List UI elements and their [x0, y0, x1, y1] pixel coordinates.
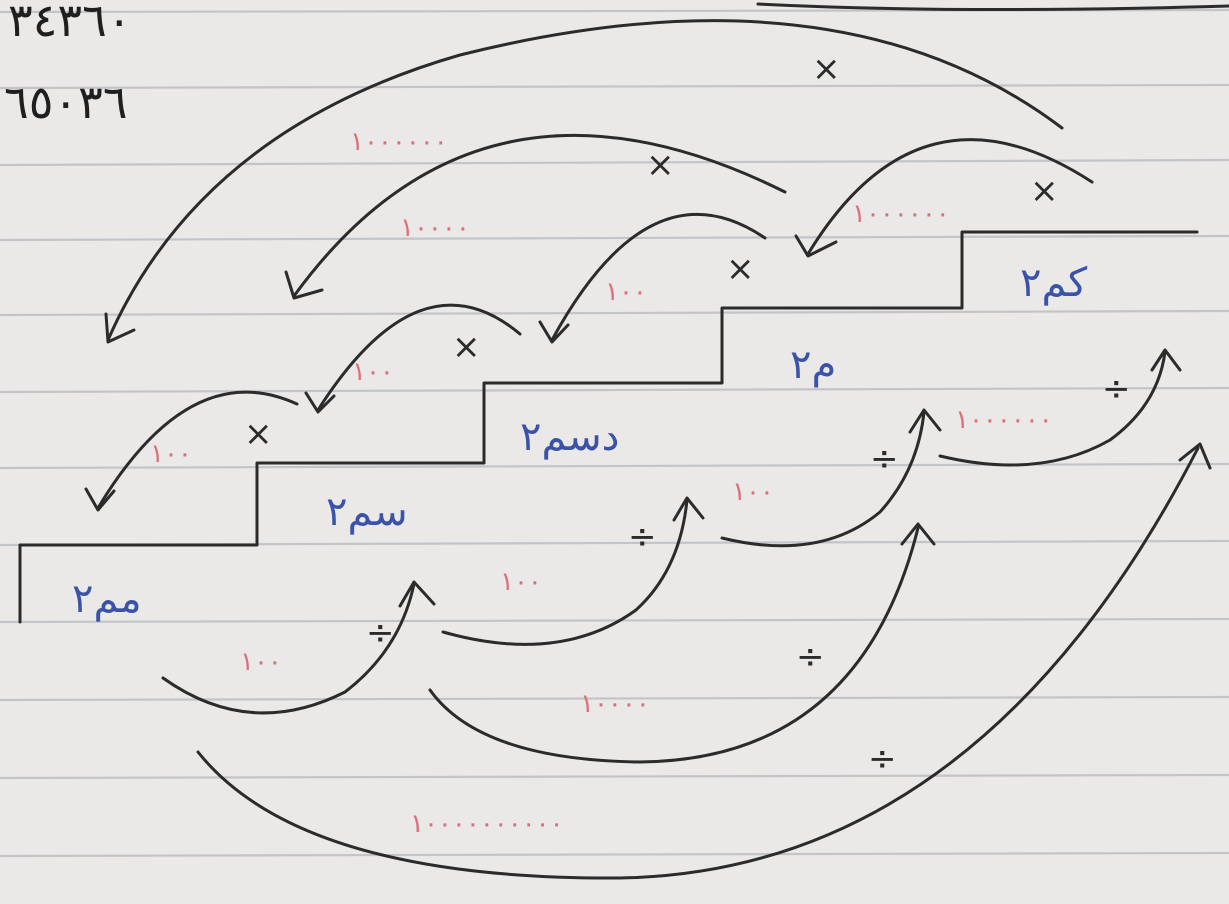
arrowhead: [104, 312, 136, 344]
divide-sign: ÷: [366, 613, 395, 653]
arrow-mm2-to-km2: [196, 446, 1200, 880]
arrow-m2-to-cm2: [292, 133, 787, 298]
factor-mm2-cm2: ١٠٠: [240, 647, 282, 677]
factor-mm2-km2: ١٠٠٠٠٠٠٠٠٠٠: [410, 809, 564, 839]
step-unit-dm2: دسم٢: [520, 414, 619, 460]
arrowhead: [1150, 348, 1182, 372]
arrow-dm2-to-cm2: [316, 303, 522, 412]
arrow-cm2-to-dm2: [441, 498, 689, 646]
factor-cm2-dm2: ١٠٠: [500, 567, 542, 597]
multiply-sign: ×: [452, 327, 481, 367]
factor-dm2-m2: ١٠٠: [732, 477, 774, 507]
multiply-arrows: ١٠٠ × ١٠٠ × ١٠٠ × ١٠٠٠٠٠٠ × ١٠٠٠٠ × ١٠٠٠…: [84, 19, 1094, 512]
step-unit-cm2: سم٢: [326, 489, 408, 535]
arrowhead: [672, 496, 705, 522]
corner-number-2: ٦٥٠٣٦: [4, 75, 128, 129]
arrow-m2-to-km2: [938, 350, 1167, 467]
divide-sign: ÷: [868, 739, 897, 779]
arrowhead: [1178, 442, 1212, 470]
top-edge-stroke: [756, 2, 1229, 12]
multiply-sign: ×: [646, 145, 675, 185]
corner-number-1: ٣٤٣٦٠: [8, 0, 132, 47]
arrowhead: [794, 234, 838, 258]
step-unit-m2: م٢: [790, 342, 836, 388]
factor-m2-cm2: ١٠٠٠٠: [400, 213, 470, 243]
divide-sign: ÷: [870, 439, 899, 479]
factor-cm2-mm2: ١٠٠: [150, 439, 192, 469]
multiply-sign: ×: [1030, 171, 1059, 211]
staircase-outline: [18, 230, 1199, 624]
factor-cm2-m2: ١٠٠٠٠: [580, 689, 650, 719]
factor-m2-mm2: ١٠٠٠٠٠٠: [350, 127, 448, 157]
arrow-dm2-to-m2: [720, 410, 926, 548]
arrowhead: [284, 270, 324, 300]
arrowhead: [538, 320, 570, 344]
arrowhead: [908, 408, 942, 434]
arrowhead: [398, 580, 436, 608]
factor-km2-m2: ١٠٠٠٠٠٠: [852, 199, 950, 229]
arrow-m2-to-mm2: [106, 19, 1064, 342]
arrowhead: [84, 487, 116, 512]
arrow-cm2-to-m2: [428, 526, 920, 764]
arrowhead: [304, 391, 336, 414]
divide-sign: ÷: [628, 517, 657, 557]
arrow-mm2-to-cm2: [161, 582, 416, 715]
step-unit-km2: كم٢: [1020, 260, 1088, 306]
factor-m2-dm2: ١٠٠: [605, 277, 647, 307]
divide-sign: ÷: [1102, 369, 1131, 409]
multiply-sign: ×: [726, 249, 755, 289]
arrow-cm2-to-mm2: [96, 390, 299, 510]
arrow-m2-to-dm2: [550, 213, 767, 342]
arrow-km2-to-m2: [806, 138, 1094, 256]
factor-dm2-cm2: ١٠٠: [352, 357, 394, 387]
multiply-sign: ×: [244, 414, 273, 454]
factor-m2-km2: ١٠٠٠٠٠٠: [955, 405, 1053, 435]
divide-sign: ÷: [796, 637, 825, 677]
arrowhead: [900, 522, 936, 546]
divide-arrows: ١٠٠ ÷ ١٠٠ ÷ ١٠٠ ÷ ١٠٠٠٠٠٠ ÷ ١٠٠٠٠ ÷ ١٠٠٠…: [161, 348, 1212, 880]
multiply-sign: ×: [812, 49, 841, 89]
step-unit-mm2: مم٢: [72, 576, 142, 622]
